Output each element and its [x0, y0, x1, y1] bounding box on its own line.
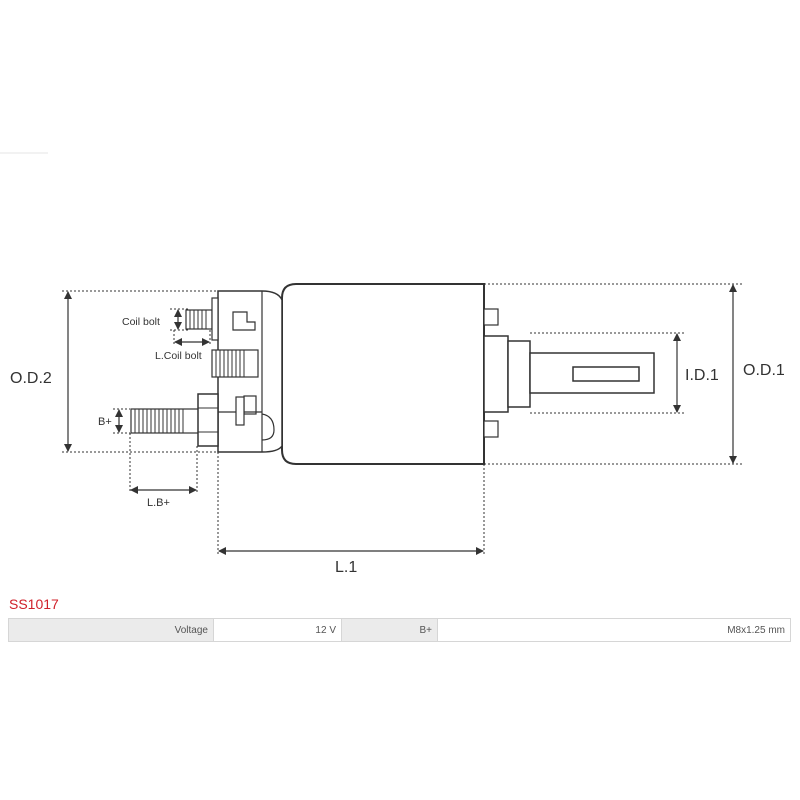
solenoid-diagram: O.D.2 O.D.1 I.D.1 L.1 L.B+ Coil bolt L.C…	[0, 152, 785, 576]
b-plus-label: B+	[98, 416, 112, 428]
solenoid-body	[130, 283, 655, 465]
l-coil-bolt-label: L.Coil bolt	[155, 350, 202, 362]
solenoid-housing	[281, 283, 485, 465]
spec-table: Voltage 12 V B+ M8x1.25 mm	[8, 618, 791, 642]
b-plus-stud	[130, 408, 200, 434]
b-plus-spec-value: M8x1.25 mm	[437, 618, 791, 642]
od1-label: O.D.1	[743, 362, 785, 379]
extension-lines	[62, 283, 742, 556]
voltage-label: Voltage	[8, 618, 214, 642]
plunger-flange	[483, 335, 509, 413]
od2-label: O.D.2	[10, 370, 52, 387]
coil-bolt-label: Coil bolt	[122, 316, 160, 328]
coil-terminal	[211, 349, 259, 378]
dimension-arrows	[64, 284, 737, 555]
b-plus-nut	[197, 393, 219, 447]
l1-label: L.1	[335, 559, 357, 576]
b-plus-spec-label: B+	[341, 618, 438, 642]
spec-row: Voltage 12 V B+ M8x1.25 mm	[8, 618, 791, 642]
voltage-value: 12 V	[213, 618, 342, 642]
part-code: SS1017	[9, 596, 59, 612]
id1-label: I.D.1	[685, 367, 719, 384]
lb-plus-label: L.B+	[147, 497, 170, 509]
